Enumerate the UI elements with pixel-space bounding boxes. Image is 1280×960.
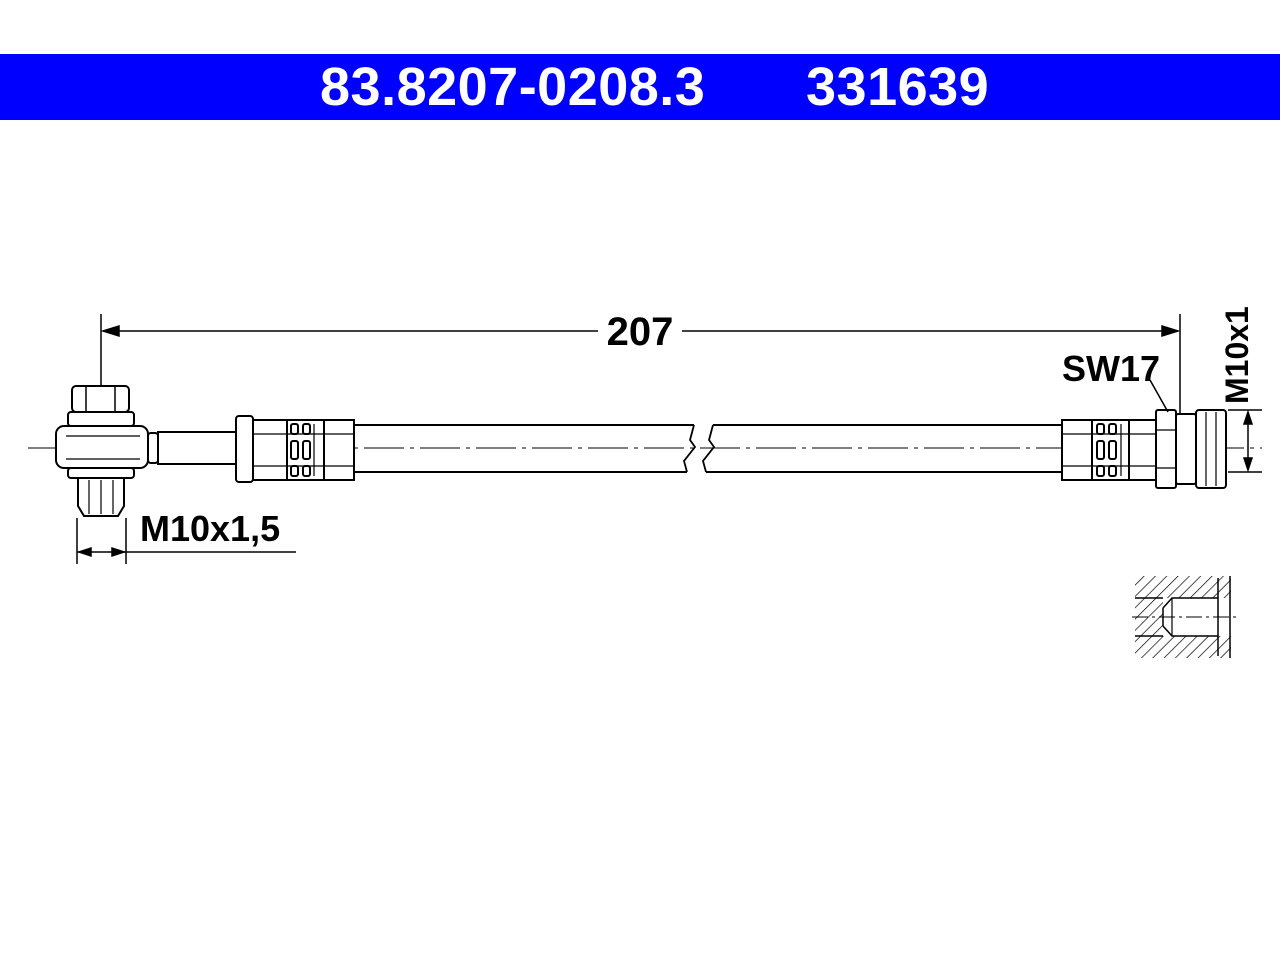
right-crimp-ferrule (1061, 419, 1157, 481)
reference-number: 331639 (806, 57, 990, 117)
hex-nut-sw17 (1155, 409, 1177, 489)
banjo-washer-top (67, 411, 135, 427)
left-thread-label: M10x1,5 (140, 508, 280, 549)
banjo-neck-tube (157, 431, 239, 465)
left-thread-dimension (76, 518, 296, 564)
wrench-size-leader (1149, 379, 1169, 413)
banjo-washer-bottom (67, 467, 135, 479)
right-thread-label: M10x1 (1219, 306, 1255, 404)
length-arrow-left (100, 324, 120, 338)
port-section-detail (1132, 576, 1236, 658)
banjo-fitting (55, 385, 239, 517)
length-arrow-right (1161, 324, 1181, 338)
part-number: 83.8207-0208.3 (320, 57, 706, 117)
left-crimp-ferrule (235, 415, 355, 483)
banjo-neck-collar (147, 432, 159, 464)
length-label: 207 (607, 310, 674, 354)
right-thread-dimension (1228, 409, 1262, 473)
banjo-body (55, 425, 149, 469)
right-male-fitting (1155, 409, 1227, 489)
title-bar: 83.8207-0208.3 331639 (0, 54, 1280, 120)
wrench-size-label: SW17 (1062, 348, 1160, 389)
banjo-bolt-head (71, 385, 130, 413)
hose-body (354, 424, 1062, 473)
male-thread (1195, 409, 1227, 489)
